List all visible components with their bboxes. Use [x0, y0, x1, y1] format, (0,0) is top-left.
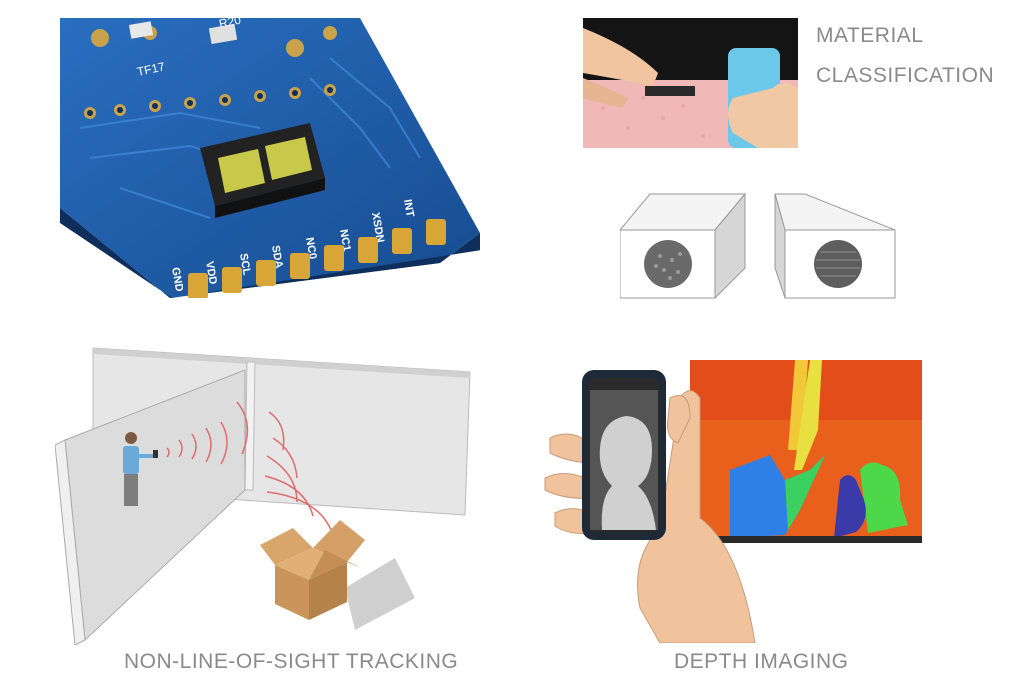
material-caption-line2: CLASSIFICATION — [816, 64, 995, 87]
material-sample-boxes — [620, 188, 900, 300]
pin-label-gnd: GND — [169, 266, 185, 292]
material-sample-right — [814, 240, 862, 288]
material-caption-line1: MATERIAL — [816, 24, 924, 47]
sensor-board-panel: TF17 R20 GND VDD SCL SDA NC0 NC1 XSDN IN… — [60, 18, 480, 298]
face-depth-silhouette — [599, 416, 656, 530]
tof-sensor-chip — [200, 123, 325, 218]
cardboard-box — [260, 520, 365, 620]
depth-map-image — [690, 360, 922, 543]
silk-tf17-label: TF17 — [136, 59, 167, 79]
pin-label-xsdn: XSDN — [369, 211, 386, 243]
sensor-chip-on-foam — [645, 86, 695, 96]
depth-caption: DEPTH IMAGING — [674, 650, 849, 673]
phone-icon — [153, 450, 158, 458]
pin-label-int: INT — [401, 198, 416, 218]
hand-holding-phone — [540, 368, 800, 643]
material-photo — [583, 18, 798, 148]
sensor-board-image: TF17 R20 GND VDD SCL SDA NC0 NC1 XSDN IN… — [60, 18, 480, 298]
person-figure — [123, 432, 158, 506]
signal-waves — [166, 401, 332, 531]
material-sample-left — [644, 240, 692, 288]
nlos-caption: NON-LINE-OF-SIGHT TRACKING — [124, 650, 459, 673]
nlos-scene — [55, 340, 475, 645]
gold-pads — [188, 219, 446, 298]
